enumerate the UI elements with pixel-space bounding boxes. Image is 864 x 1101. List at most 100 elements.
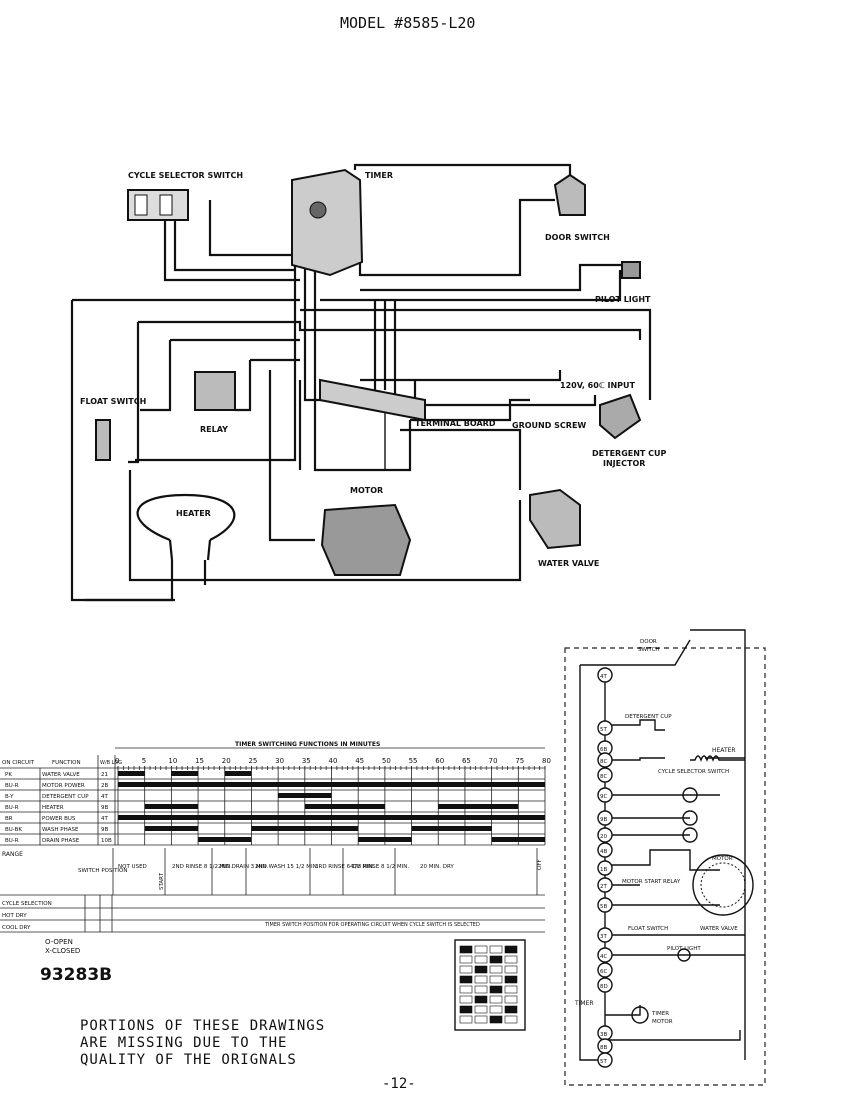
terminal-label: 9C [600,794,607,800]
row-log: 4T [101,816,108,822]
minute-tick-label: 50 [382,757,391,765]
terminal-label: 5B [600,904,607,910]
water-valve-sch: WATER VALVE [700,926,738,932]
minute-tick-label: 15 [195,757,204,765]
pilot-light-label: PILOT LIGHT [595,295,651,304]
float-switch-label: FLOAT SWITCH [80,397,146,406]
cool-dry-label: COOL DRY [2,925,31,931]
hot-dry-label: HOT DRY [2,913,27,919]
schematic-terminal [597,787,613,803]
row-circuit: BR [5,816,13,822]
input-label: 120V, 60ℂ INPUT [560,381,636,390]
schematic-terminal [597,947,613,963]
schematic-terminal [597,842,613,858]
col-circuit-header: ON CIRCUIT [2,760,35,766]
legend-open: O-OPEN [45,938,73,946]
timer-label: TIMER [365,171,393,180]
door-switch-sch-1: DOOR [640,639,657,645]
minute-tick-label: 20 [222,757,231,765]
row-circuit: BU-R [5,805,19,811]
timer-bar [251,826,359,831]
schematic-terminal [597,720,613,736]
cycle-selector-switch-label: CYCLE SELECTOR SWITCH [128,171,243,180]
heater-label: HEATER [176,509,211,518]
motor-label: MOTOR [350,486,383,495]
water-valve-label: WATER VALVE [538,559,599,568]
minute-tick-label: 35 [302,757,311,765]
schematic-terminal [597,1052,613,1068]
timer-chart-title: TIMER SWITCHING FUNCTIONS IN MINUTES [235,741,380,748]
relay-label: RELAY [200,425,228,434]
terminal-label: 5T [600,727,607,733]
terminal-label: 2T [600,884,607,890]
terminal-label: 8C [600,759,607,765]
page-number: -12- [382,1076,416,1092]
schematic-terminal [597,897,613,913]
row-circuit: PK [5,772,12,778]
terminal-label: 5T [600,1059,607,1065]
terminal-label: 8D [600,984,608,990]
timer-bar [224,771,252,776]
timer-bar [358,837,412,842]
heater-sch: HEATER [712,747,736,754]
timer-motor-sch-2: MOTOR [652,1019,673,1025]
minute-tick-label: 55 [409,757,418,765]
injector-label: INJECTOR [603,459,645,468]
schematic-terminal [597,810,613,826]
terminal-label: 4C [600,954,607,960]
terminal-label: 4B [600,849,607,855]
model-title: MODEL #8585-L20 [340,14,475,32]
row-function: WASH PHASE [42,827,79,833]
schematic-terminal [597,767,613,783]
detergent-cup-injector [599,393,642,440]
row-circuit: BU-R [5,783,19,789]
timer-bar [118,815,545,820]
row-log: 21 [101,772,108,778]
row-circuit: BU-BK [5,827,22,833]
range-label: RANGE [2,851,23,858]
phase-label: 2ND RINSE 8 1/2 MIN. [172,864,232,870]
off-label: OFF [537,859,543,870]
timer-bar [171,771,199,776]
ground-screw-label: GROUND SCREW [512,421,586,430]
phase-label: NOT USED [118,864,147,870]
relay [194,371,236,411]
timer-footnote: TIMER SWITCH POSITION FOR OPERATING CIRC… [264,922,480,928]
pilot-light [621,261,641,279]
terminal-label: 6C [600,969,607,975]
terminal-label: 9B [600,817,607,823]
timer-bar [411,826,492,831]
timer-bar [144,804,199,809]
row-function: DETERGENT CUP [42,794,89,800]
pilot-light-sch: PILOT LIGHT [667,946,701,952]
terminal-label: 4T [600,674,607,680]
minute-tick-label: 25 [248,757,257,765]
row-function: DRAIN PHASE [42,838,80,844]
cycle-selector-sch: CYCLE SELECTOR SWITCH [658,769,729,775]
terminal-label: 8B [600,1045,607,1051]
row-function: POWER BUS [42,816,76,822]
start-label: START [159,872,165,890]
timer-bar [304,804,385,809]
timer-bar [118,782,545,787]
timer-bar [198,837,252,842]
minute-tick-label: 80 [542,757,551,765]
cycle-selection-label: CYCLE SELECTION [2,901,52,907]
row-function: WATER VALVE [42,772,80,778]
timer-cam-block [454,939,526,1031]
minute-tick-label: 0 [115,757,119,765]
timer-bar [438,804,519,809]
timer-bar [278,793,332,798]
row-log: 2B [101,783,108,789]
row-log: 9B [101,827,108,833]
timer [291,168,364,277]
terminal-label: 1B [600,867,607,873]
terminal-label: 20 [600,834,607,840]
terminal-board [319,378,426,422]
minute-tick-label: 70 [489,757,498,765]
col-log-header: W/B LOG [100,760,122,766]
schematic-terminal [597,667,613,683]
